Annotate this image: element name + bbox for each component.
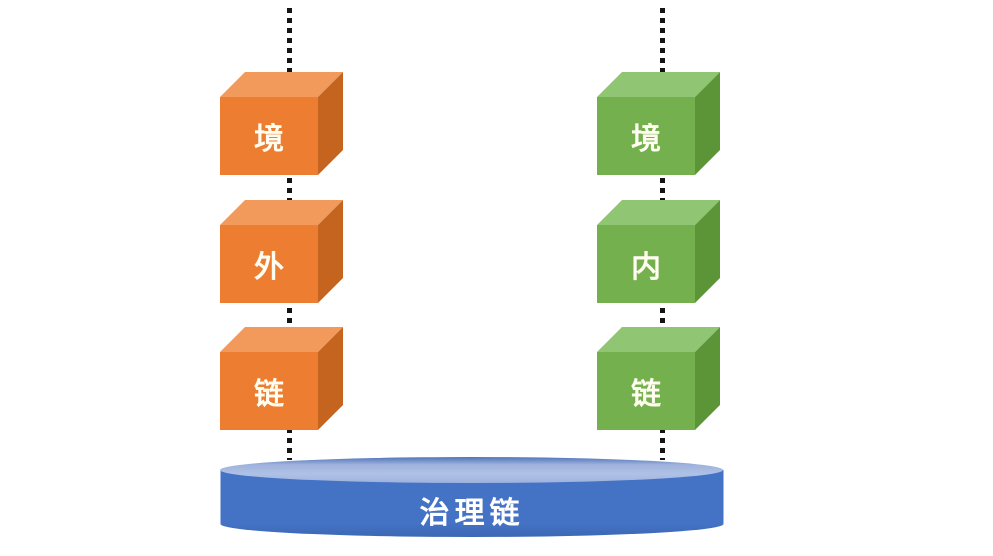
cube-label: 链 [254, 378, 284, 411]
cube-label: 境 [254, 123, 284, 156]
cube-front-face [220, 97, 318, 175]
base-label: 治理链 [419, 497, 525, 530]
cube-front-face [597, 352, 695, 430]
left-chain-cube-2: 外 [220, 200, 343, 303]
right-chain-cube-1: 境 [597, 72, 720, 175]
right-chain-cube-3: 链 [597, 327, 720, 430]
cube-label: 内 [631, 251, 661, 284]
cube-front-face [220, 352, 318, 430]
right-chain-cube-2: 内 [597, 200, 720, 303]
left-chain-cube-1: 境 [220, 72, 343, 175]
cylinder-body [220, 470, 724, 537]
cube-label: 链 [631, 378, 661, 411]
cube-label: 外 [254, 251, 284, 284]
governance-base-cylinder [220, 457, 724, 537]
cube-front-face [597, 97, 695, 175]
cylinder-top-face [220, 457, 723, 483]
cube-front-face [597, 225, 695, 303]
left-chain-cube-3: 链 [220, 327, 343, 430]
cube-label: 境 [631, 123, 661, 156]
cube-front-face [220, 225, 318, 303]
